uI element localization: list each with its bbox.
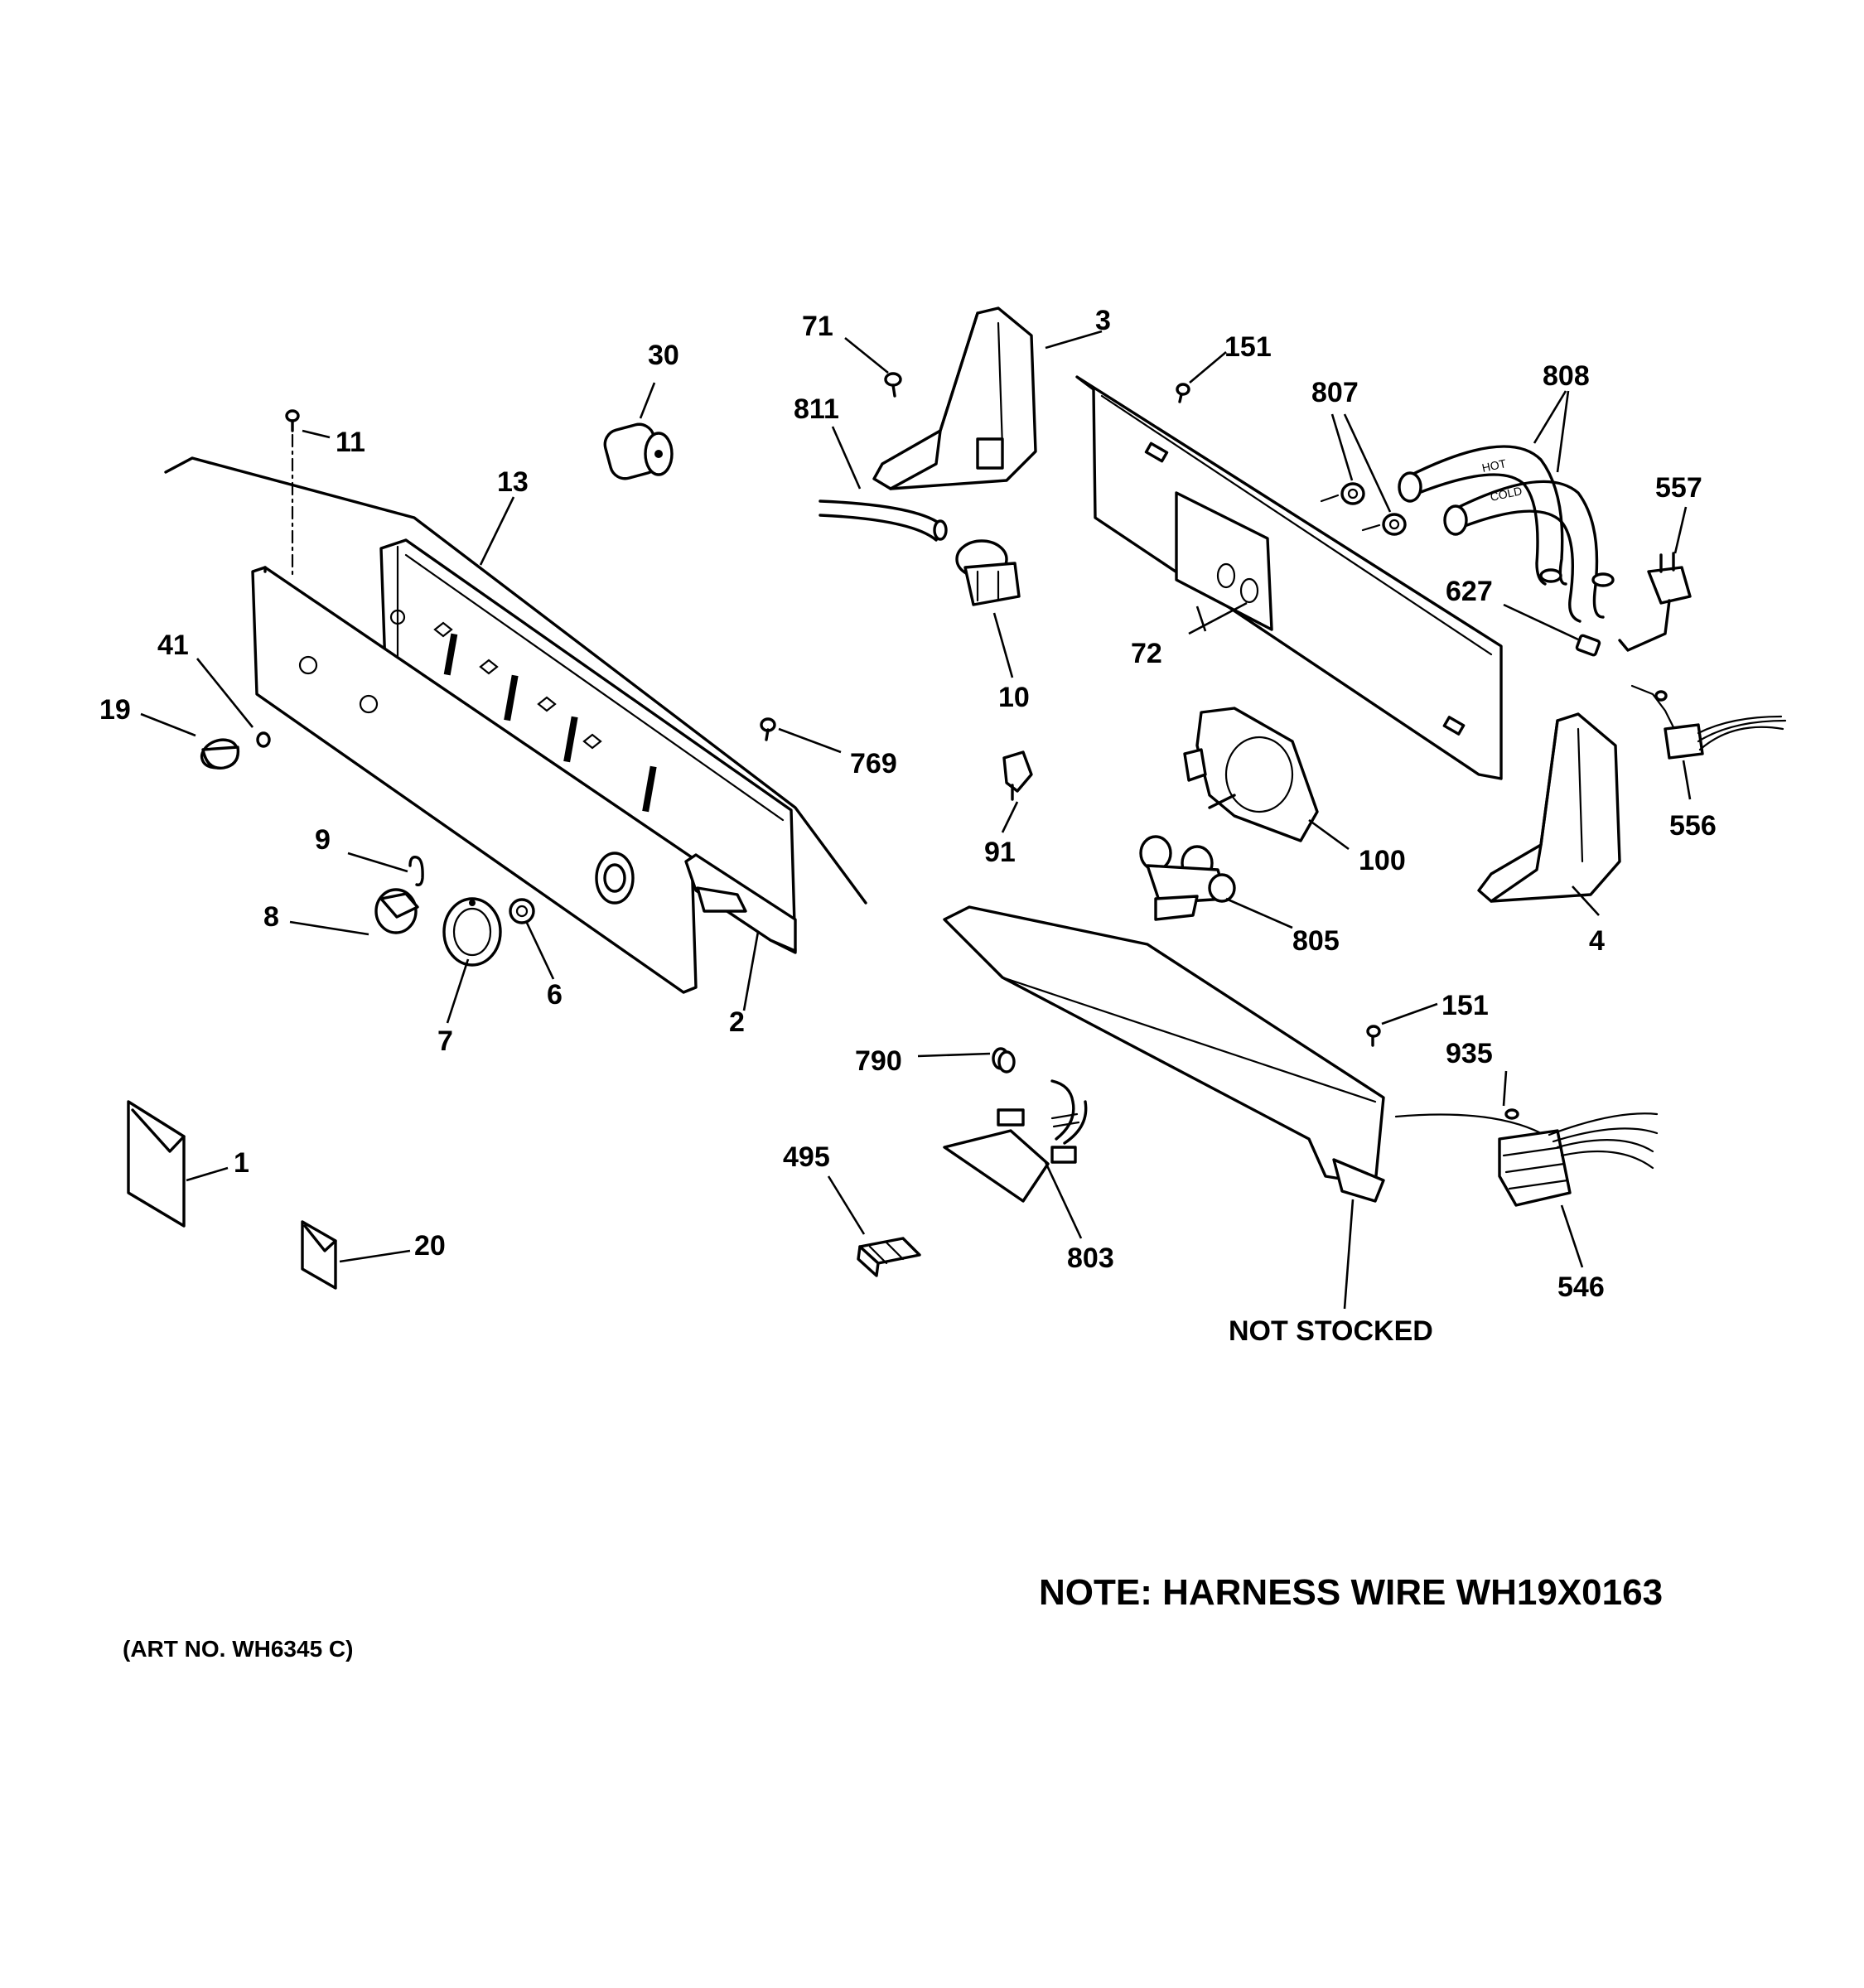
label-71: 71 bbox=[802, 311, 833, 342]
panel-outline-line bbox=[164, 456, 867, 905]
label-72: 72 bbox=[1131, 638, 1162, 669]
pressure-switch-part-10 bbox=[955, 539, 1021, 606]
label-935: 935 bbox=[1446, 1038, 1493, 1069]
label-556: 556 bbox=[1669, 810, 1717, 842]
label-91: 91 bbox=[984, 837, 1016, 868]
label-627: 627 bbox=[1446, 576, 1493, 607]
label-not-stocked: NOT STOCKED bbox=[1229, 1315, 1433, 1347]
literature-bag-part-1 bbox=[127, 1100, 186, 1228]
label-6: 6 bbox=[547, 979, 563, 1011]
literature-bag-part-20 bbox=[301, 1220, 337, 1290]
bracket-part-4 bbox=[1477, 712, 1621, 903]
hot-hose-text: HOT bbox=[1480, 456, 1508, 475]
wire-harness-part-556 bbox=[1630, 684, 1787, 760]
clamp-part-790 bbox=[992, 1047, 1016, 1074]
label-769: 769 bbox=[850, 748, 897, 779]
nut-part-6 bbox=[509, 898, 535, 924]
tube-part-811 bbox=[819, 499, 948, 542]
heater-part-803 bbox=[943, 1079, 1088, 1203]
screw-part-151-top bbox=[1176, 383, 1190, 403]
label-790: 790 bbox=[855, 1045, 902, 1077]
label-100: 100 bbox=[1359, 845, 1406, 876]
label-41: 41 bbox=[157, 630, 189, 661]
label-3: 3 bbox=[1095, 305, 1111, 336]
spring-part-41 bbox=[256, 731, 271, 748]
label-9: 9 bbox=[315, 824, 331, 856]
front-panel-part-2 bbox=[251, 566, 797, 994]
label-19: 19 bbox=[99, 694, 131, 726]
clip-part-9 bbox=[408, 856, 424, 887]
knob-part-19 bbox=[200, 738, 240, 770]
label-13: 13 bbox=[497, 466, 529, 498]
cold-hose-text: COLD bbox=[1489, 484, 1523, 504]
drip-shield-not-stocked bbox=[943, 905, 1385, 1203]
water-valve-part-805 bbox=[1139, 835, 1236, 921]
label-495: 495 bbox=[783, 1141, 830, 1173]
screw-part-71 bbox=[884, 372, 902, 398]
label-7: 7 bbox=[437, 1025, 453, 1057]
screw-part-11 bbox=[285, 409, 300, 577]
connector-part-495 bbox=[857, 1237, 921, 1277]
label-546: 546 bbox=[1557, 1271, 1605, 1303]
label-807: 807 bbox=[1311, 377, 1359, 408]
label-151-top: 151 bbox=[1224, 331, 1272, 363]
leader-lines bbox=[140, 330, 1692, 1310]
label-4: 4 bbox=[1589, 925, 1605, 957]
label-10: 10 bbox=[998, 682, 1030, 713]
power-cord-part-557 bbox=[1618, 552, 1692, 652]
dial-part-7 bbox=[442, 897, 502, 967]
label-557: 557 bbox=[1655, 472, 1702, 504]
label-808: 808 bbox=[1543, 360, 1590, 392]
label-1: 1 bbox=[234, 1147, 249, 1179]
label-2: 2 bbox=[729, 1006, 745, 1038]
label-8: 8 bbox=[263, 901, 279, 933]
washers-part-807 bbox=[1320, 482, 1407, 536]
timer-part-100 bbox=[1183, 707, 1319, 842]
knob-part-8 bbox=[374, 888, 419, 934]
label-30: 30 bbox=[648, 340, 679, 371]
label-151-bottom: 151 bbox=[1441, 990, 1489, 1021]
label-811: 811 bbox=[794, 393, 839, 425]
art-number: (ART NO. WH6345 C) bbox=[123, 1636, 353, 1662]
panel-back-part-13 bbox=[379, 538, 797, 954]
screw-part-151-bottom bbox=[1366, 1025, 1381, 1047]
label-805: 805 bbox=[1292, 925, 1340, 957]
label-20: 20 bbox=[414, 1230, 446, 1262]
fill-hoses-part-808: HOT COLD bbox=[1398, 445, 1615, 623]
label-803: 803 bbox=[1067, 1242, 1114, 1274]
strain-relief-part-627 bbox=[1575, 634, 1601, 657]
part-labels: 11 13 30 41 19 9 8 7 6 2 769 1 20 71 3 8… bbox=[99, 305, 1717, 1347]
label-11: 11 bbox=[336, 427, 365, 458]
capacitor-part-30 bbox=[603, 422, 674, 480]
screw-part-769 bbox=[760, 717, 776, 741]
wire-harness-part-546 bbox=[1394, 1108, 1659, 1207]
harness-note: NOTE: HARNESS WIRE WH19X0163 bbox=[1039, 1572, 1663, 1613]
switch-part-91 bbox=[1002, 750, 1033, 801]
backsplash-panel-part-72 bbox=[1075, 375, 1503, 780]
bracket-part-3 bbox=[872, 306, 1037, 490]
